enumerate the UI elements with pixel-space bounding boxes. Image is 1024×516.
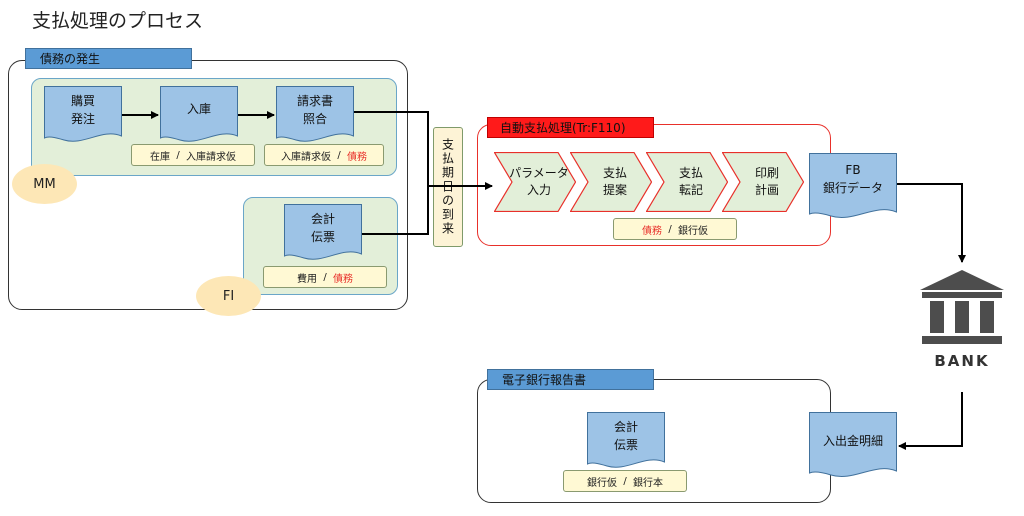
fi-account-tag: 費用 / 債務: [263, 266, 387, 288]
receipt-tag-sep: /: [176, 149, 180, 161]
goods-receipt-doc: 入庫: [160, 86, 238, 144]
page-title: 支払処理のプロセス: [32, 10, 204, 32]
auto-tag-sep: /: [668, 223, 672, 235]
purchase-order-label-1: 購買: [70, 94, 95, 108]
mm-module-label: MM: [12, 164, 77, 204]
report-slip-label-1: 会計: [613, 420, 638, 434]
step-payment-proposal: 支払提案: [570, 152, 652, 212]
step-payment-posting: 支払転記: [646, 152, 728, 212]
fi-slip-label-2: 伝票: [310, 230, 335, 244]
report-slip-doc: 会計伝票: [587, 412, 665, 470]
report-tag-sep: /: [623, 475, 627, 487]
step-4-line-1: 印刷: [754, 166, 779, 180]
invoice-account-tag: 入庫請求仮 / 債務: [264, 144, 384, 166]
step-parameter-input: パラメータ入力: [494, 152, 576, 212]
step-print-plan: 印刷計画: [722, 152, 804, 212]
auto-payment-header: 自動支払処理(Tr:F110): [487, 117, 654, 138]
fi-tag-sep: /: [323, 271, 327, 283]
bank-report-header: 電子銀行報告書: [487, 369, 654, 390]
step-4-line-2: 計画: [754, 183, 779, 197]
goods-receipt-label: 入庫: [186, 102, 211, 116]
fi-slip-doc: 会計伝票: [284, 204, 362, 262]
invoice-tag-sep: /: [337, 149, 341, 161]
fi-tag-a: 費用: [296, 273, 317, 285]
invoice-verification-doc: 請求書照合: [276, 86, 354, 144]
step-3-line-1: 支払: [678, 166, 703, 180]
fi-tag-b: 債務: [333, 273, 354, 285]
debt-occurrence-header: 債務の発生: [25, 48, 192, 69]
purchase-order-doc: 購買発注: [44, 86, 122, 144]
fb-label-1: FB: [845, 163, 861, 177]
auto-tag-a: 債務: [641, 225, 662, 237]
fi-slip-label-1: 会計: [310, 212, 335, 226]
purchase-order-label-2: 発注: [70, 112, 95, 126]
report-tag-b: 銀行本: [633, 477, 664, 489]
step-3-line-2: 転記: [678, 183, 703, 197]
receipt-tag-b: 入庫請求仮: [186, 151, 237, 163]
bank-label: BANK: [934, 352, 990, 370]
receipt-account-tag: 在庫 / 入庫請求仮: [131, 144, 255, 166]
step-1-line-1: パラメータ: [509, 166, 569, 180]
receipt-tag-a: 在庫: [149, 151, 170, 163]
fb-bank-data-doc: FB 銀行データ: [809, 153, 897, 221]
invoice-tag-b: 債務: [347, 151, 368, 163]
fi-module-label: FI: [196, 276, 261, 316]
invoice-label-1: 請求書: [296, 94, 333, 108]
invoice-label-2: 照合: [302, 112, 327, 126]
step-2-line-1: 支払: [602, 166, 627, 180]
report-slip-label-2: 伝票: [613, 438, 638, 452]
step-2-line-2: 提案: [602, 183, 627, 197]
auto-account-tag: 債務 / 銀行仮: [613, 218, 737, 240]
report-account-tag: 銀行仮 / 銀行本: [563, 470, 687, 492]
fb-label-2: 銀行データ: [822, 181, 883, 195]
bank-icon: BANK: [918, 268, 1006, 370]
invoice-tag-a: 入庫請求仮: [280, 151, 331, 163]
step-1-line-2: 入力: [526, 183, 551, 197]
bank-statement-label: 入出金明細: [822, 434, 883, 448]
report-tag-a: 銀行仮: [586, 477, 617, 489]
auto-tag-b: 銀行仮: [678, 225, 709, 237]
bank-statement-doc: 入出金明細: [809, 412, 897, 480]
